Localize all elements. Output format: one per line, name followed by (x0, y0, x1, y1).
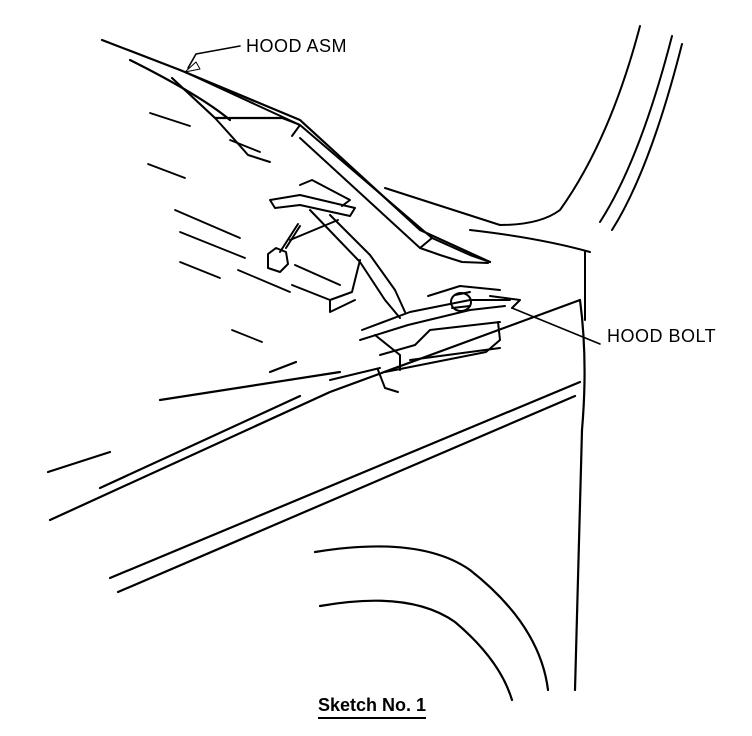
label-hood-bolt: HOOD BOLT (607, 326, 717, 346)
windshield-edge (384, 25, 683, 321)
label-hood-asm: HOOD ASM (246, 36, 348, 56)
hood-outline (100, 38, 492, 264)
wheel-arch (313, 545, 550, 702)
hood-bolt-part (450, 291, 472, 312)
hood-surface-lines (147, 112, 291, 343)
sketch-caption: Sketch No. 1 (318, 695, 427, 719)
hinge-assembly (269, 179, 521, 393)
fender-outline (46, 298, 586, 692)
hinge-nut (267, 223, 301, 273)
hood-hinge-strut (184, 71, 491, 264)
